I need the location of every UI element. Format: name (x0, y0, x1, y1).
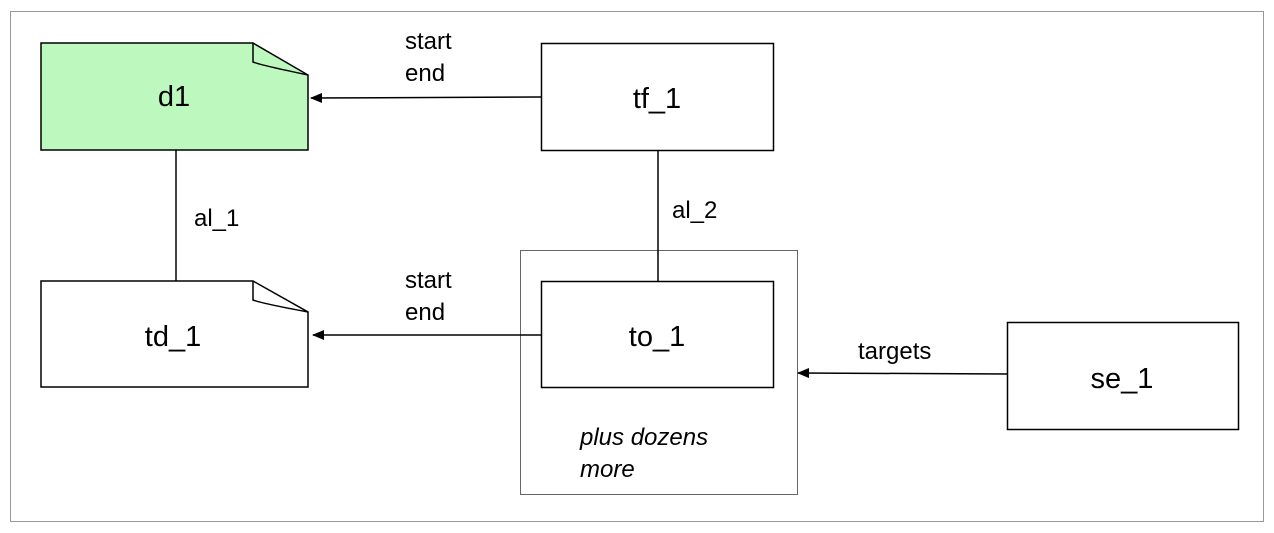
tf-1-label: tf_1 (633, 83, 681, 115)
d1-label: d1 (158, 81, 190, 113)
node-to-1[interactable]: to_1 (540, 280, 775, 389)
edge-label-al-2: al_2 (672, 197, 717, 224)
edge-label-start-bottom: start (405, 267, 452, 294)
group-note-line-1: plus dozens (579, 424, 708, 451)
se-1-label: se_1 (1091, 363, 1154, 395)
edge-label-al-1: al_1 (194, 205, 239, 232)
td-1-fold (252, 281, 309, 313)
to-1-box (540, 280, 775, 389)
tf-1-box (540, 42, 775, 152)
td-1-shape (40, 280, 309, 388)
diagram-frame (10, 11, 1264, 522)
edge-label-end-bottom: end (405, 299, 445, 326)
arrow-se1-to-group (797, 368, 1008, 379)
group-note-line-2: more (580, 456, 635, 483)
se-1-box (1006, 321, 1240, 431)
td-1-label: td_1 (145, 321, 201, 353)
d1-shape (40, 42, 309, 151)
to-1-label: to_1 (629, 321, 685, 353)
node-tf-1[interactable]: tf_1 (540, 42, 775, 152)
node-td-1[interactable]: td_1 (40, 280, 309, 388)
d1-fold (252, 43, 309, 76)
edge-label-targets: targets (858, 338, 931, 365)
arrow-tf1-to-d1 (310, 92, 542, 103)
node-d1[interactable]: d1 (40, 42, 309, 151)
node-se-1[interactable]: se_1 (1006, 321, 1240, 431)
edge-label-end-top: end (405, 60, 445, 87)
edge-label-start-top: start (405, 28, 452, 55)
